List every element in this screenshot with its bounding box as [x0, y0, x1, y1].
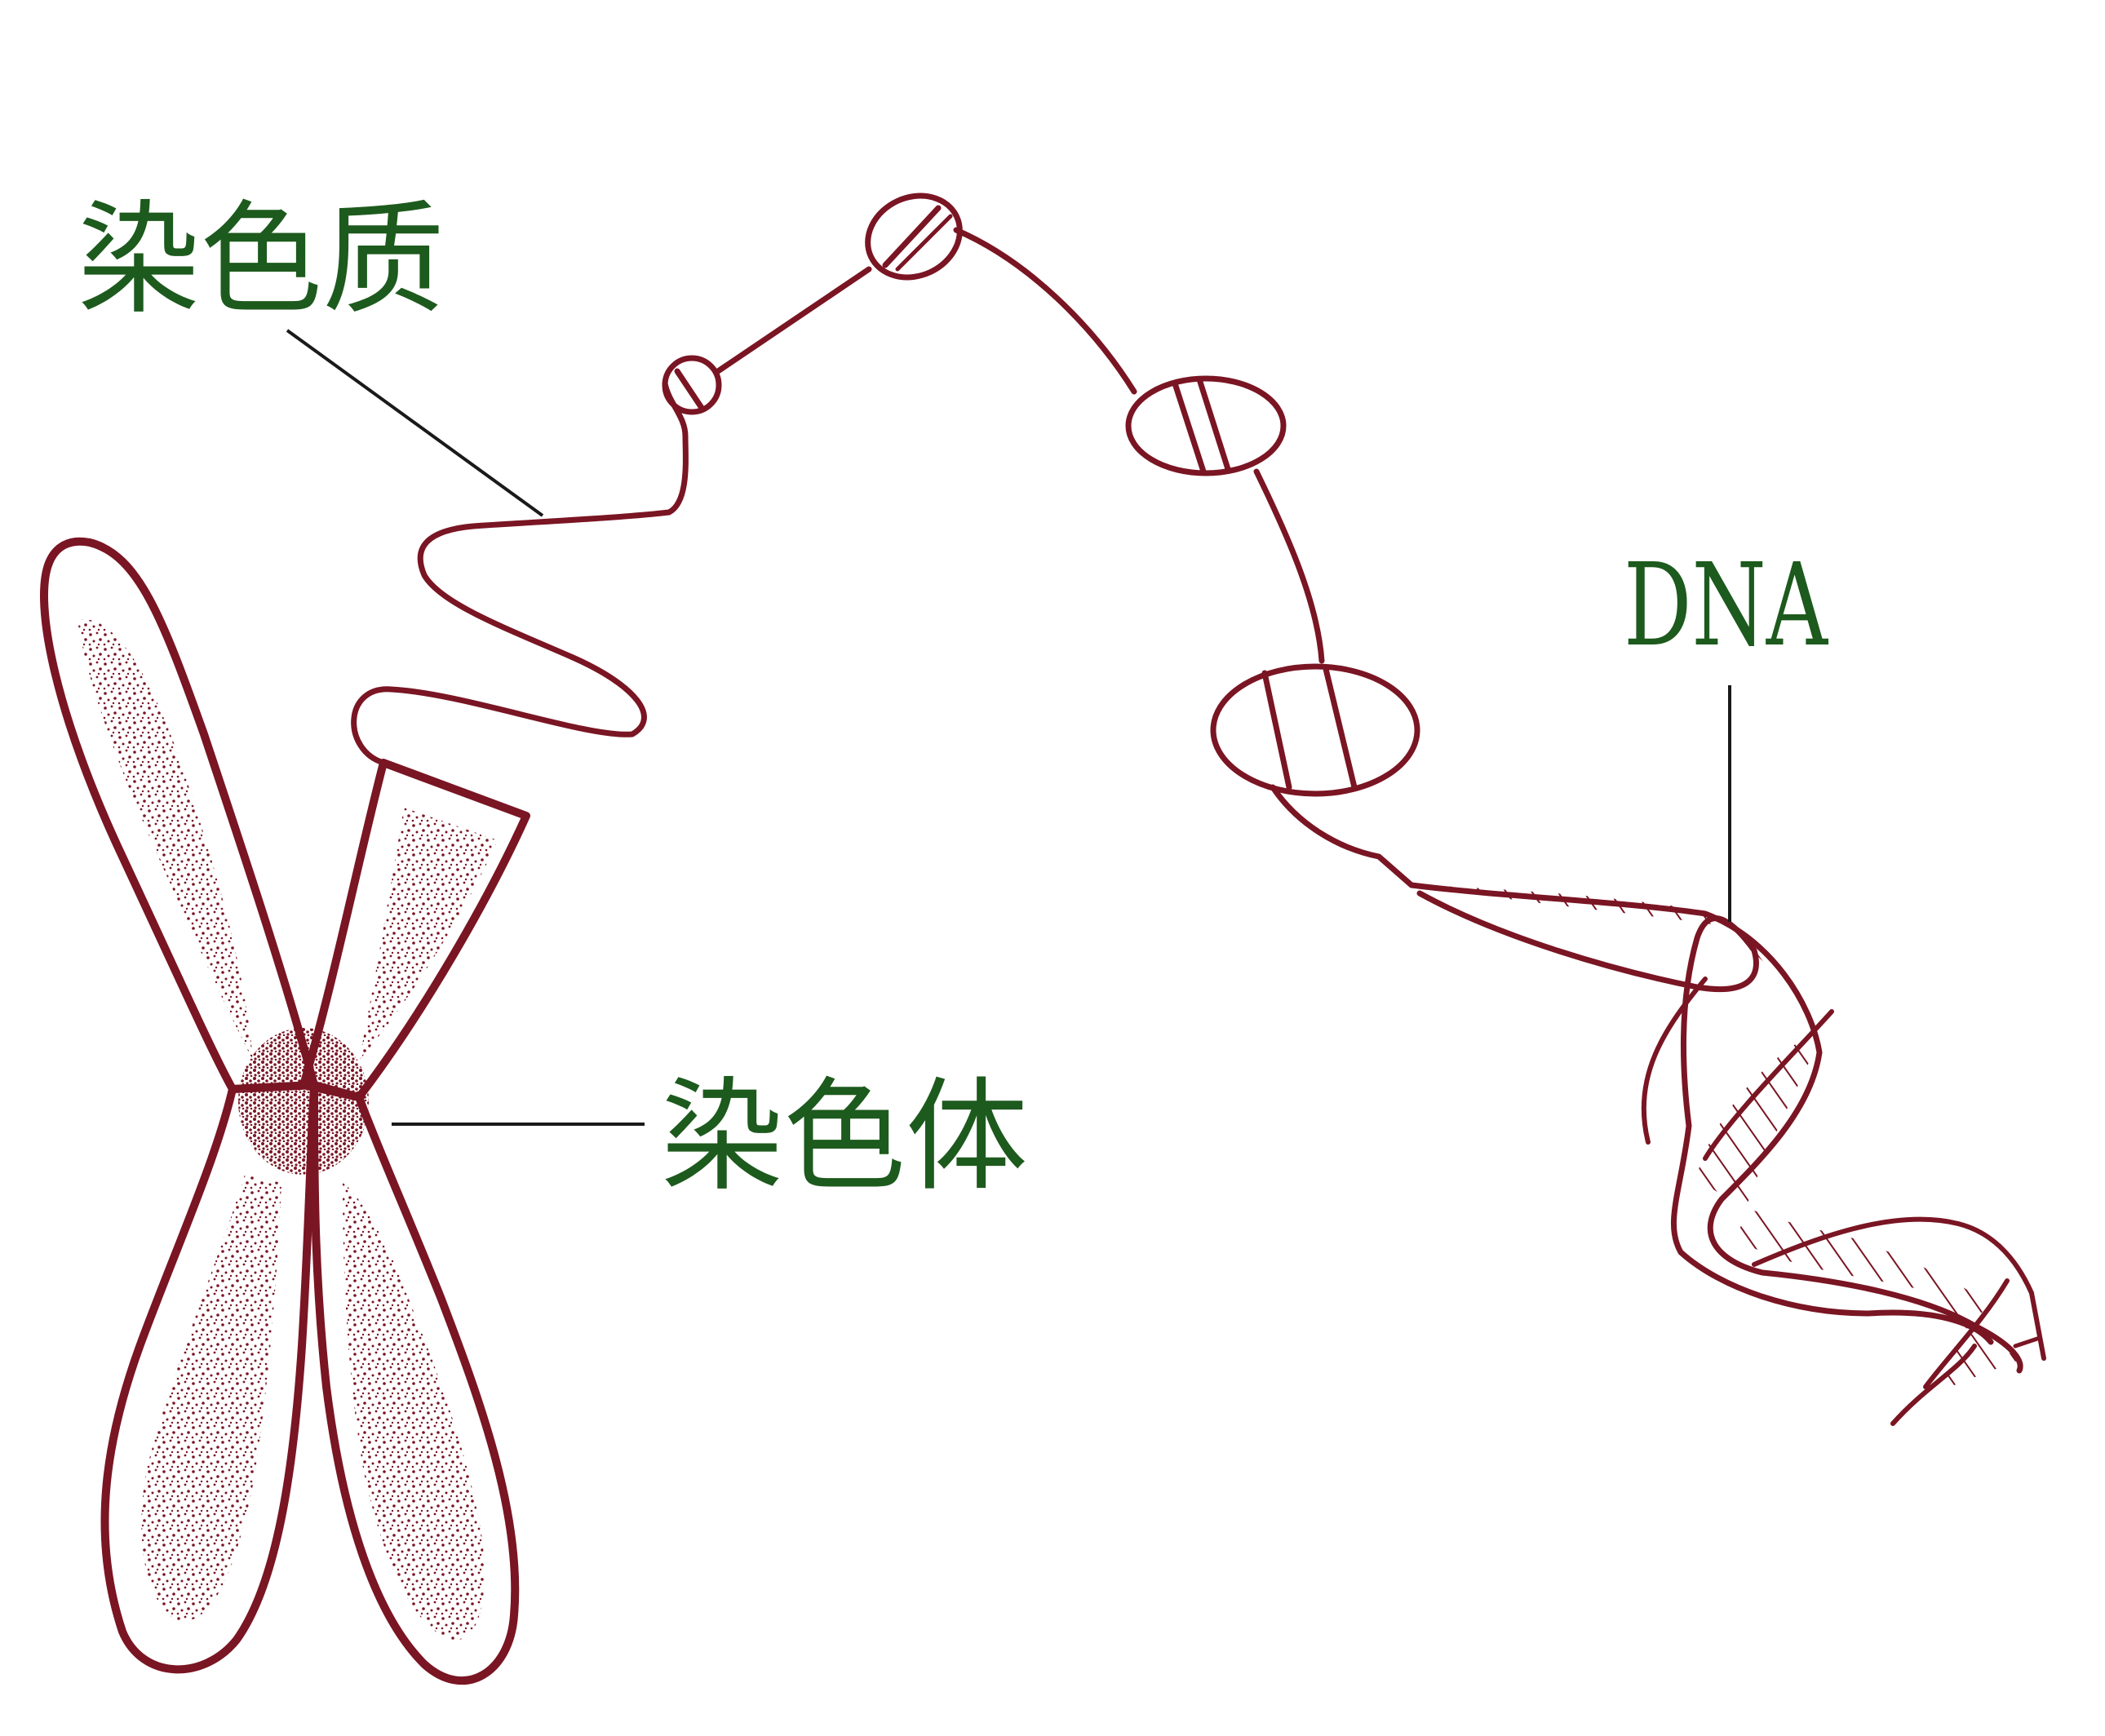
dna-label: DNA [1624, 539, 1828, 672]
centromere [238, 1028, 369, 1175]
nucleosome-small [665, 358, 719, 412]
dna-strand-a [1411, 885, 2020, 1371]
chromatin-leader-line [287, 330, 543, 516]
nucleosome-middle [1128, 379, 1283, 473]
nucleosome-lower [1213, 666, 1417, 794]
chromatin-label: 染色质 [78, 189, 445, 331]
nucleosome-top [854, 181, 973, 292]
chromosome-lower-left-arm [104, 1085, 314, 1669]
dna-helix [1411, 885, 2044, 1424]
chromosome-lower-right-arm [314, 1085, 515, 1681]
chromosome-label: 染色体 [661, 1066, 1028, 1208]
chromatin-strand [354, 181, 1417, 885]
chromosome-shape [44, 542, 526, 1681]
chromosome-upper-left-arm [44, 542, 314, 1089]
